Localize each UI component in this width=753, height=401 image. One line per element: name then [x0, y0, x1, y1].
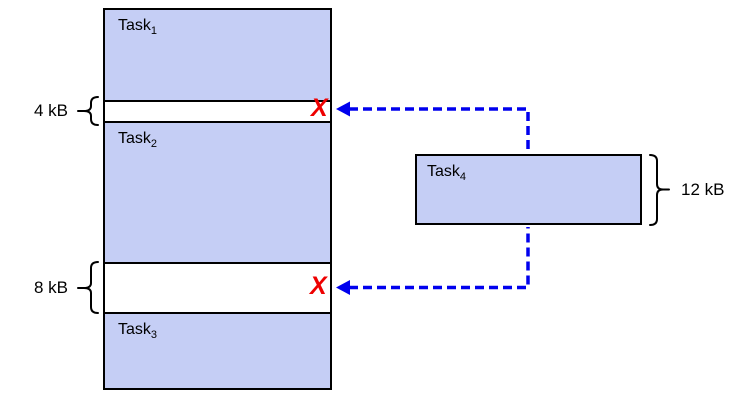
- gap1-size-label: 4 kB: [33, 101, 68, 120]
- memory-column: Task1 Task2 Task3: [103, 8, 332, 390]
- task4-label: Task4: [427, 163, 467, 184]
- brace-4kb-icon: [77, 96, 99, 126]
- memory-gap-4kb: [105, 102, 330, 121]
- task1-label: Task1: [118, 17, 158, 38]
- x-mark-icon: X: [311, 94, 328, 122]
- task2-label-text: Task: [118, 130, 151, 147]
- arrowhead-to-4kb-gap-icon: [336, 101, 350, 117]
- segment-divider: [105, 312, 330, 314]
- task4-label-text: Task: [427, 163, 460, 180]
- memory-block-task4: Task4: [415, 154, 642, 225]
- task3-label-sub: 3: [150, 329, 158, 342]
- memory-block-task1: Task1: [105, 10, 330, 100]
- gap2-size-label: 8 kB: [33, 278, 68, 297]
- task4-size-label: 12 kB: [681, 180, 725, 199]
- arrowhead-to-8kb-gap-icon: [336, 280, 350, 295]
- task3-label: Task3: [118, 321, 158, 342]
- memory-block-task2: Task2: [105, 123, 330, 262]
- task2-label: Task2: [118, 130, 158, 151]
- task1-label-text: Task: [118, 17, 151, 34]
- task3-label-text: Task: [118, 321, 151, 338]
- brace-8kb-icon: [77, 261, 99, 314]
- arrow-line-to-8kb-gap: [349, 227, 530, 290]
- memory-gap-8kb: [105, 264, 330, 312]
- segment-divider: [105, 262, 330, 264]
- segment-divider: [105, 100, 330, 102]
- segment-divider: [105, 121, 330, 123]
- x-mark-icon: X: [310, 272, 327, 300]
- task4-label-sub: 4: [459, 171, 467, 184]
- memory-block-task3: Task3: [105, 314, 330, 388]
- task2-label-sub: 2: [150, 138, 158, 151]
- arrow-line-to-4kb-gap: [349, 107, 530, 152]
- brace-12kb-icon: [649, 154, 670, 226]
- task1-label-sub: 1: [150, 25, 158, 38]
